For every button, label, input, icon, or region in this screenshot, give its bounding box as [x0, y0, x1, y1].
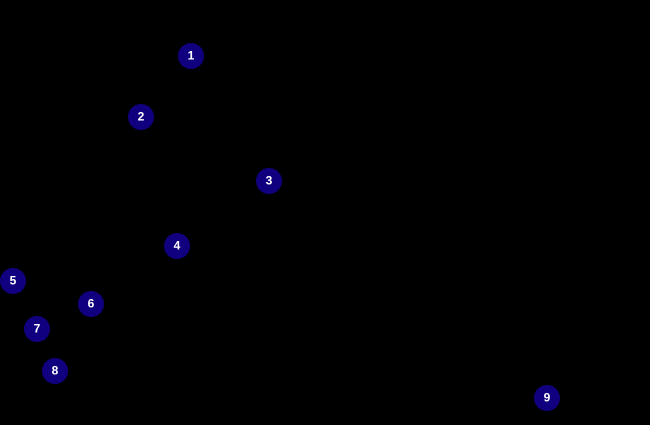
marker-5[interactable]: 5	[0, 268, 26, 294]
marker-8[interactable]: 8	[42, 358, 68, 384]
marker-label: 3	[265, 173, 273, 188]
marker-label: 7	[33, 321, 41, 336]
marker-label: 6	[87, 296, 95, 311]
marker-3[interactable]: 3	[256, 168, 282, 194]
marker-4[interactable]: 4	[164, 233, 190, 259]
marker-label: 8	[51, 363, 59, 378]
marker-1[interactable]: 1	[178, 43, 204, 69]
marker-label: 2	[137, 109, 145, 124]
marker-label: 5	[9, 273, 17, 288]
marker-9[interactable]: 9	[534, 385, 560, 411]
marker-7[interactable]: 7	[24, 316, 50, 342]
marker-label: 9	[543, 390, 551, 405]
marker-6[interactable]: 6	[78, 291, 104, 317]
marker-label: 4	[173, 238, 181, 253]
marker-2[interactable]: 2	[128, 104, 154, 130]
marker-label: 1	[187, 48, 195, 63]
